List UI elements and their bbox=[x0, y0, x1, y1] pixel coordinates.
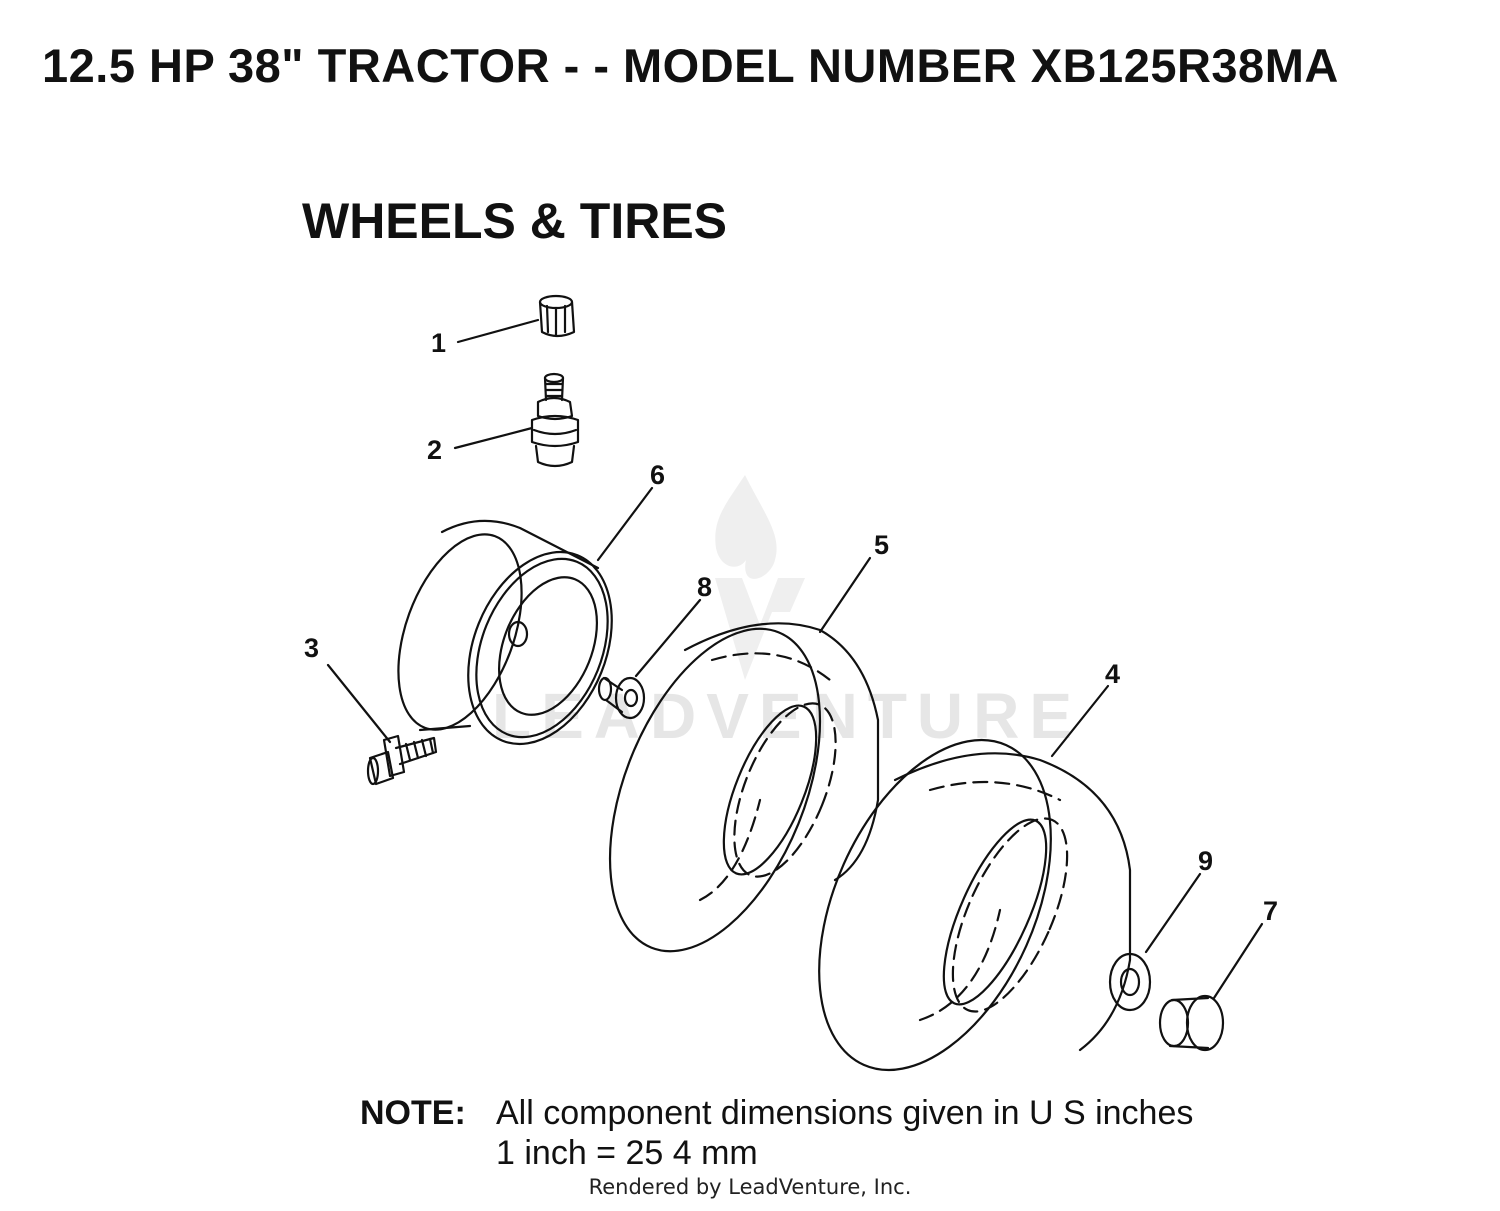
part-1-valve-cap bbox=[538, 294, 576, 338]
part-8-bushing bbox=[597, 676, 646, 720]
part-5-tire bbox=[608, 622, 880, 953]
callout-2: 2 bbox=[427, 435, 442, 465]
section-title: WHEELS & TIRES bbox=[302, 193, 728, 249]
footer-credit: Rendered by LeadVenture, Inc. bbox=[588, 1175, 912, 1199]
part-6-rim bbox=[397, 519, 613, 746]
callout-9: 9 bbox=[1198, 846, 1213, 876]
callout-8: 8 bbox=[697, 572, 712, 602]
dimension-note: NOTE: All component dimensions given in U… bbox=[360, 1094, 1194, 1172]
callout-7: 7 bbox=[1263, 896, 1278, 926]
part-9-washer bbox=[1108, 952, 1152, 1012]
note-label: NOTE: bbox=[360, 1094, 466, 1132]
leader-lines bbox=[326, 318, 1264, 1000]
watermark-flame-icon bbox=[715, 475, 777, 579]
callout-3: 3 bbox=[304, 633, 319, 663]
callout-1: 1 bbox=[431, 328, 446, 358]
part-2-valve-stem bbox=[530, 372, 580, 468]
callout-4: 4 bbox=[1105, 659, 1120, 689]
callout-6: 6 bbox=[650, 460, 665, 490]
part-7-hub-cap bbox=[1158, 994, 1225, 1052]
callout-numbers: 1 2 3 4 5 6 7 8 9 bbox=[304, 328, 1278, 926]
part-3-wheel-bolt bbox=[366, 734, 438, 786]
note-line-2: 1 inch = 25 4 mm bbox=[496, 1134, 758, 1172]
part-4-tire bbox=[818, 738, 1132, 1072]
callout-5: 5 bbox=[874, 530, 889, 560]
page-title: 12.5 HP 38" TRACTOR - - MODEL NUMBER XB1… bbox=[42, 39, 1339, 92]
note-line-1: All component dimensions given in U S in… bbox=[496, 1094, 1194, 1132]
